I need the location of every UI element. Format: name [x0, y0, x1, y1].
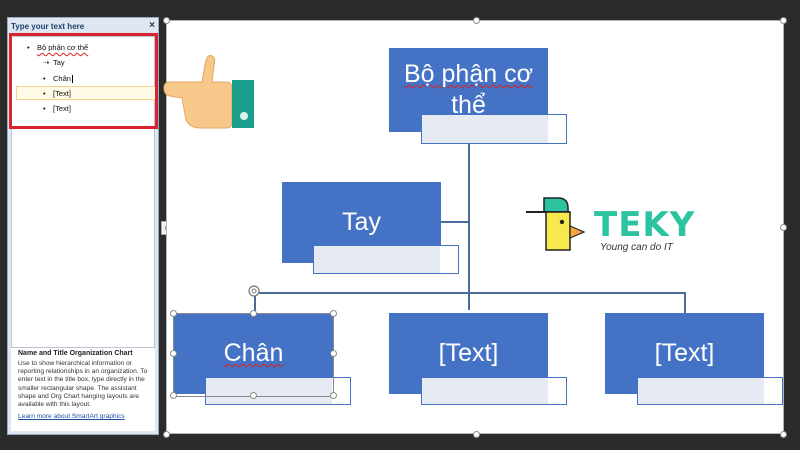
resize-handle[interactable]: [170, 350, 177, 357]
resize-handle[interactable]: [250, 392, 257, 399]
subbox-fill: [314, 246, 440, 273]
subbox-fill: [638, 378, 764, 404]
close-icon[interactable]: ×: [149, 20, 155, 31]
shape-text: [Text]: [438, 339, 499, 367]
list-item[interactable]: • [Text]: [43, 102, 71, 115]
pointing-hand-icon: [163, 55, 254, 129]
title-subbox[interactable]: [313, 245, 459, 274]
teky-tagline: Young can do IT: [600, 242, 673, 253]
title-subbox[interactable]: [205, 377, 351, 405]
list-item-active[interactable]: • Chân: [43, 72, 73, 85]
list-item[interactable]: • Bộ phận cơ thể: [27, 41, 88, 54]
resize-handle[interactable]: [163, 17, 170, 24]
resize-handle[interactable]: [473, 431, 480, 438]
teky-mascot-icon: [526, 197, 586, 251]
shape-text: Bộ phận cơ thể: [404, 60, 533, 119]
list-item-text[interactable]: Chân: [53, 74, 71, 83]
connector-line: [254, 292, 685, 294]
resize-handle[interactable]: [330, 350, 337, 357]
title-subbox[interactable]: [421, 114, 567, 144]
rotate-handle-icon[interactable]: [246, 283, 262, 299]
list-item[interactable]: • [Text]: [43, 87, 71, 100]
resize-handle[interactable]: [330, 310, 337, 317]
subbox-fill: [422, 378, 548, 404]
shape-text: Tay: [342, 208, 381, 236]
shape-text: [Text]: [654, 339, 715, 367]
shape-text: Chân: [223, 339, 284, 367]
resize-handle[interactable]: [170, 392, 177, 399]
text-list[interactable]: • Bộ phận cơ thể ⇢Tay • Chân • [Text] • [Tex…: [11, 36, 156, 362]
bullet-icon: •: [43, 89, 46, 98]
list-item-text: [Text]: [53, 89, 71, 98]
resize-handle[interactable]: [330, 392, 337, 399]
bullet-icon: •: [43, 104, 46, 113]
bullet-icon: •: [43, 74, 46, 83]
list-item[interactable]: ⇢Tay: [43, 56, 65, 69]
resize-handle[interactable]: [250, 310, 257, 317]
resize-handle[interactable]: [780, 224, 787, 231]
subbox-fill: [206, 378, 332, 404]
title-subbox[interactable]: [421, 377, 567, 405]
resize-handle[interactable]: [473, 17, 480, 24]
description-title: Name and Title Organization Chart: [18, 350, 133, 357]
subbox-fill: [422, 115, 548, 143]
pane-header: Type your text here: [11, 22, 85, 31]
resize-handle[interactable]: [170, 310, 177, 317]
list-item-text: Tay: [53, 58, 65, 67]
learn-more-link[interactable]: Learn more about SmartArt graphics: [18, 413, 125, 421]
list-item-text: [Text]: [53, 104, 71, 113]
resize-handle[interactable]: [163, 431, 170, 438]
bullet-icon: •: [27, 43, 30, 52]
resize-handle[interactable]: [780, 431, 787, 438]
resize-handle[interactable]: [780, 17, 787, 24]
teky-logo-text: TEKY: [594, 205, 696, 245]
connector-line: [684, 292, 686, 314]
description-body: Use to show hierarchical information or …: [18, 360, 148, 409]
text-pane: Type your text here × • Bộ phận cơ thể ⇢T…: [7, 17, 159, 435]
description-panel: Name and Title Organization Chart Use to…: [11, 347, 155, 431]
arrow-bullet-icon: ⇢: [43, 58, 50, 67]
list-item-text: Bộ phận cơ thể: [37, 43, 89, 52]
connector-line: [254, 292, 256, 314]
text-caret: [71, 75, 73, 84]
title-subbox[interactable]: [637, 377, 783, 405]
highlight-frame: [9, 33, 158, 129]
connector-line: [468, 132, 470, 310]
connector-line: [441, 221, 469, 223]
